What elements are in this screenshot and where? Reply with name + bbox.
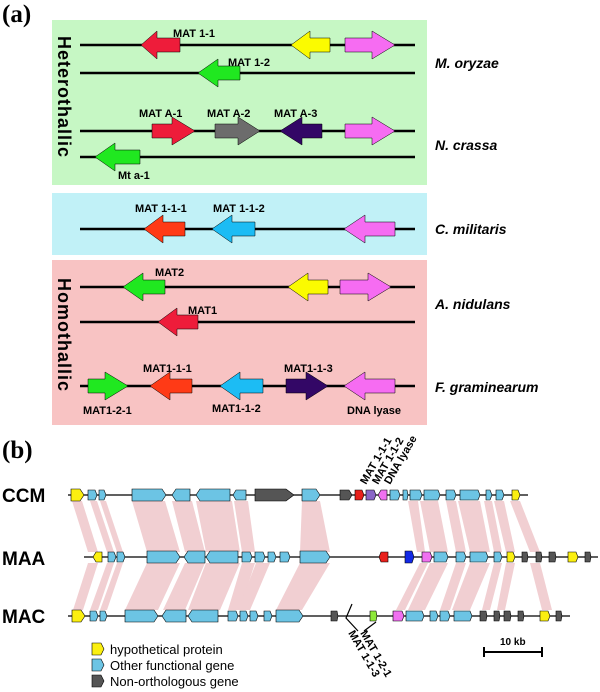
legend: hypothetical protein Other functional ge…: [91, 642, 239, 689]
mat2-label: MAT2: [155, 267, 184, 279]
mat-1-2-arrow: [197, 58, 241, 88]
mt-a-1-label: Mt a-1: [118, 170, 150, 182]
legend-non-orthologous-swatch: [91, 674, 105, 688]
mac-pointer-lines: [345, 603, 377, 632]
yellow-gene-arrow-m-oryzae: [290, 30, 331, 60]
mat1-1-1-arrow: [149, 371, 193, 401]
species-c-militaris: C. militaris: [435, 221, 507, 237]
yellow-gene-arrow-a-nidulans: [287, 272, 329, 302]
legend-hypothetical-label: hypothetical protein: [110, 642, 223, 657]
mat1-1-3-arrow: [285, 371, 329, 401]
legend-hypothetical-swatch: [91, 642, 105, 656]
panel-a-label: (a): [2, 1, 31, 28]
track-ccm: CCM: [2, 486, 45, 507]
scale-bar: 10 kb: [483, 637, 543, 657]
legend-functional-swatch: [91, 658, 105, 672]
species-f-graminearum: F. graminearum: [435, 379, 538, 395]
mt-a-1-arrow: [94, 142, 141, 172]
mat-1-1-1-cm-arrow: [143, 214, 186, 244]
species-a-nidulans: A. nidulans: [434, 296, 511, 312]
mac-genes: [71, 609, 563, 623]
species-m-oryzae: M. oryzae: [435, 55, 499, 71]
track-mac: MAC: [2, 607, 46, 628]
dna-lyase-arrow-m-oryzae: [344, 30, 396, 60]
mat1-2-1-arrow: [87, 371, 129, 401]
dna-lyase-arrow-n-crassa: [344, 116, 396, 146]
mat-1-1-2-cm-arrow: [211, 214, 256, 244]
mat-1-1-1-cm-label: MAT 1-1-1: [135, 203, 187, 215]
mat-a-2-arrow: [214, 116, 261, 146]
mat1-1-1-label: MAT1-1-1: [143, 363, 192, 375]
mat-a-3-arrow: [279, 116, 323, 146]
mat-1-1-arrow: [140, 30, 181, 60]
legend-non-orthologous-label: Non-orthologous gene: [110, 674, 239, 689]
mat1-1-3-label: MAT1-1-3: [284, 363, 333, 375]
mat2-arrow: [122, 272, 166, 302]
species-n-crassa: N. crassa: [435, 137, 497, 153]
mat1-2-1-label: MAT1-2-1: [83, 405, 132, 417]
dna-lyase-label: DNA lyase: [347, 405, 401, 417]
synteny-ribbons: [72, 501, 552, 610]
dna-lyase-arrow-c-militaris: [343, 214, 396, 244]
legend-functional-label: Other functional gene: [110, 658, 234, 673]
dna-lyase-arrow-f-graminearum: [343, 371, 396, 401]
scale-bar-label: 10 kb: [500, 637, 526, 648]
mat-a-1-label: MAT A-1: [139, 108, 182, 120]
track-maa: MAA: [2, 549, 46, 570]
maa-genes: [92, 550, 592, 564]
mat1-1-2-arrow: [219, 371, 264, 401]
mat-a-3-label: MAT A-3: [274, 108, 317, 120]
mat-a-1-arrow: [151, 116, 196, 146]
ccm-genes: [70, 488, 521, 502]
mat-1-2-label: MAT 1-2: [228, 57, 270, 69]
mat1-arrow: [157, 307, 199, 337]
heterothallic-label: Heterothallic: [54, 36, 74, 158]
mat-a-2-label: MAT A-2: [207, 108, 250, 120]
homothallic-label: Homothallic: [54, 278, 74, 392]
mat1-1-2-label: MAT1-1-2: [212, 403, 261, 415]
dna-lyase-arrow-a-nidulans: [339, 272, 392, 302]
panel-b-label: (b): [2, 437, 33, 464]
mat1-label: MAT1: [188, 305, 217, 317]
mat-1-1-label: MAT 1-1: [173, 28, 215, 40]
mat-1-1-2-cm-label: MAT 1-1-2: [213, 203, 265, 215]
